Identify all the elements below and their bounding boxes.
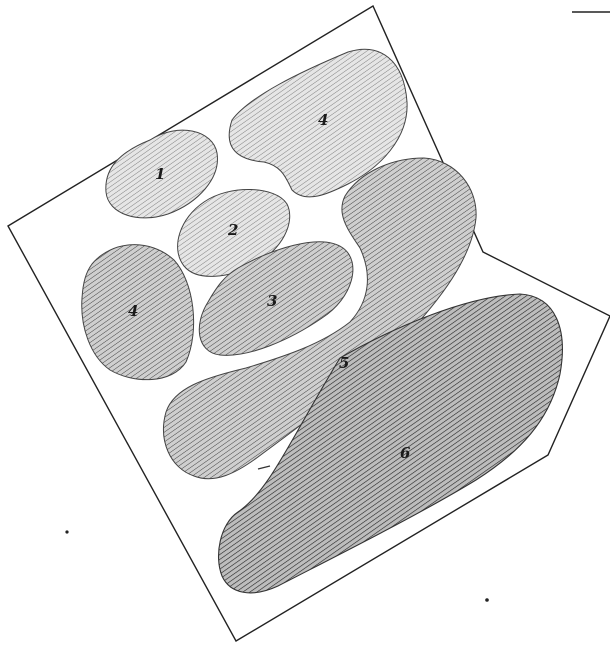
stray-mark — [258, 466, 270, 469]
region-1-label: 1 — [155, 165, 165, 183]
region-6-label: 6 — [400, 444, 411, 462]
region-4-left-label: 4 — [128, 302, 138, 320]
dot-mark — [485, 598, 489, 602]
region-2-label: 2 — [227, 221, 238, 239]
region-5-label: 5 — [339, 354, 349, 372]
region-3-label: 3 — [267, 292, 277, 310]
dot-mark — [65, 530, 68, 533]
region-4-upper-label: 4 — [318, 111, 328, 129]
